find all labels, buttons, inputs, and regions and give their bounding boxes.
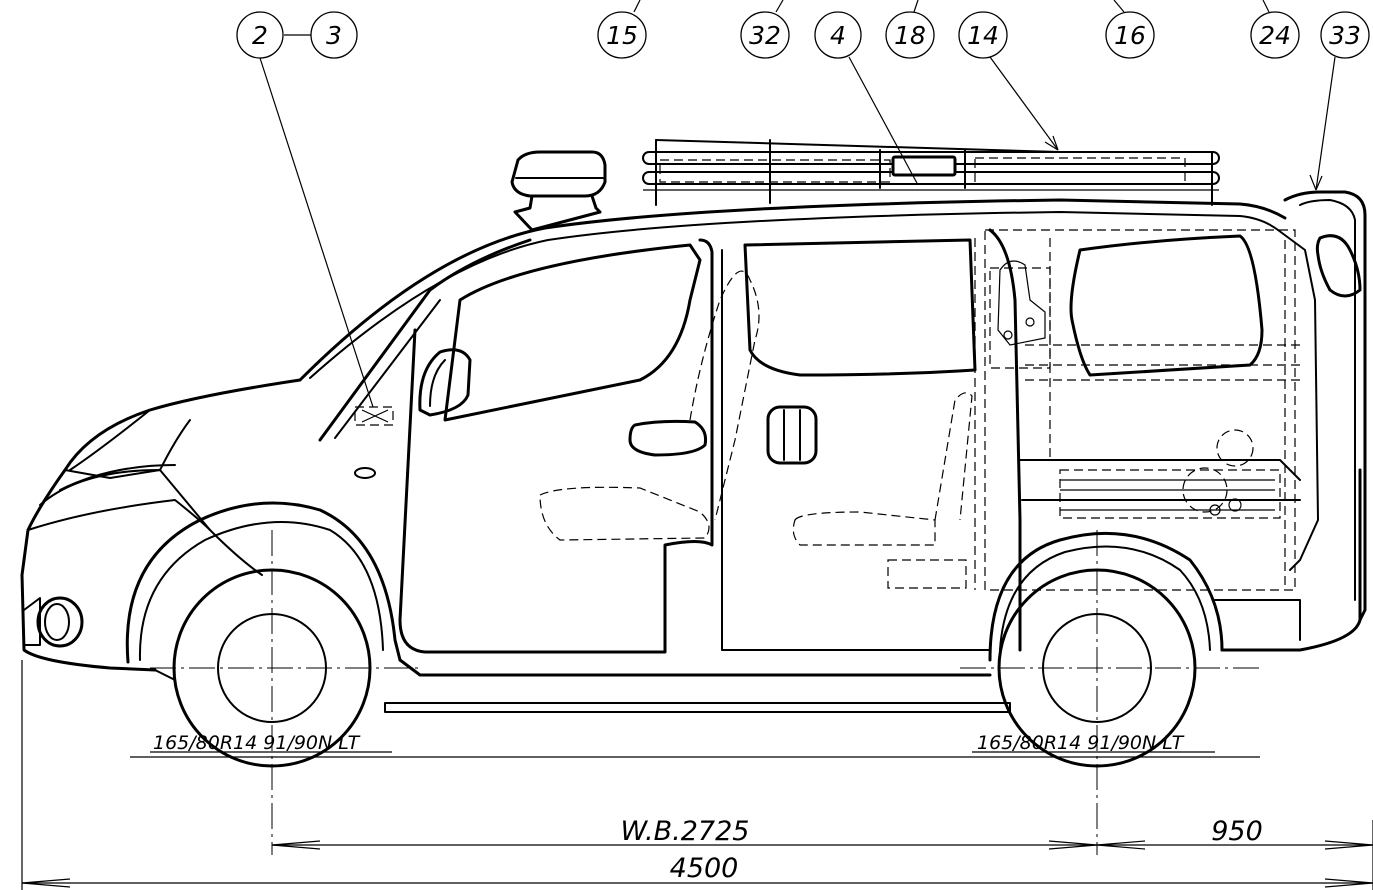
callout-label: 15 bbox=[606, 21, 638, 50]
callout-label: 4 bbox=[830, 21, 846, 50]
front-tire-spec: 165/80R14 91/90N LT bbox=[153, 732, 361, 754]
callout-label: 16 bbox=[1114, 21, 1146, 50]
rear-tire-spec: 165/80R14 91/90N LT bbox=[977, 732, 1185, 754]
callout-14: 14 bbox=[958, 11, 1008, 59]
van-body bbox=[20, 190, 1367, 713]
callout-33: 33 bbox=[1320, 11, 1370, 59]
roof-rack bbox=[642, 139, 1220, 206]
ground-lines bbox=[130, 751, 1260, 758]
leader-lines bbox=[259, 0, 1336, 408]
centerlines bbox=[150, 530, 1260, 855]
callout-label: 14 bbox=[967, 21, 999, 50]
overall-length-dimension: 4500 bbox=[670, 853, 739, 884]
callout-4: 4 bbox=[814, 11, 862, 59]
callout-15: 15 bbox=[597, 11, 647, 59]
callout-3: 3 bbox=[310, 11, 358, 59]
roof-light bbox=[510, 150, 607, 232]
callout-label: 18 bbox=[894, 21, 926, 50]
callout-24: 24 bbox=[1250, 11, 1300, 59]
interior-equipment bbox=[539, 229, 1300, 591]
callout-18: 18 bbox=[885, 11, 935, 59]
callout-label: 32 bbox=[749, 21, 781, 50]
callout-label: 33 bbox=[1329, 21, 1361, 50]
callout-label: 3 bbox=[326, 21, 342, 50]
rear-overhang-dimension: 950 bbox=[1211, 816, 1263, 847]
callout-2: 2 bbox=[236, 11, 284, 59]
wheelbase-dimension: W.B.2725 bbox=[621, 816, 750, 847]
callout-16: 16 bbox=[1105, 11, 1155, 59]
callout-32: 32 bbox=[740, 11, 790, 59]
dimension-lines bbox=[21, 660, 1373, 890]
callout-label: 2 bbox=[252, 21, 268, 50]
callout-label: 24 bbox=[1259, 21, 1291, 50]
